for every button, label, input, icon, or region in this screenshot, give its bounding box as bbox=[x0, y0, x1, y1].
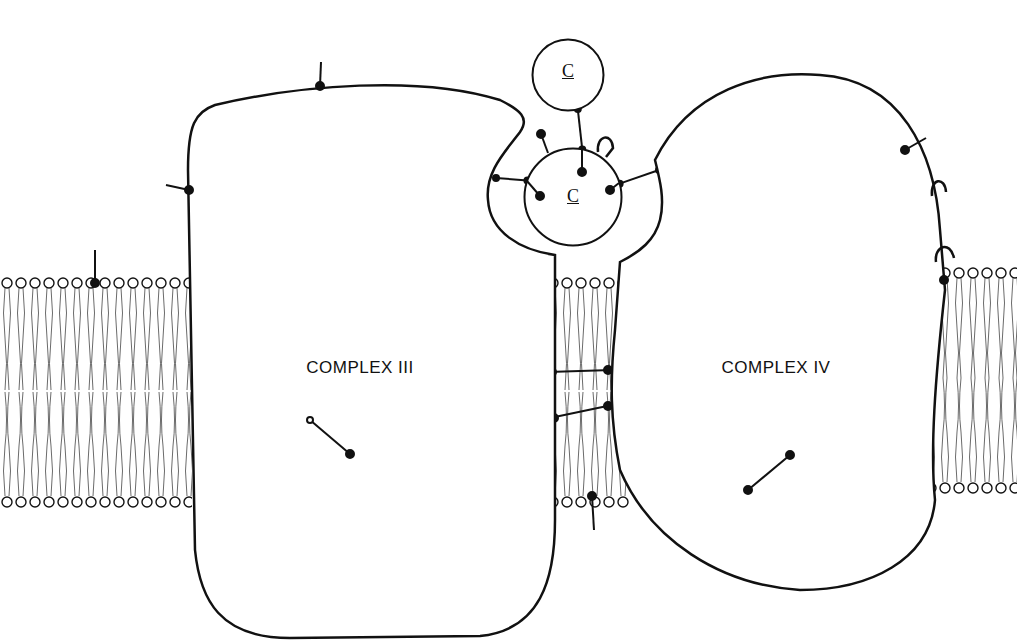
crosslink-connector bbox=[496, 178, 527, 180]
lipid-leaflet bbox=[0, 276, 192, 392]
node-outline bbox=[186, 72, 558, 640]
crosslink-connector bbox=[620, 170, 659, 184]
blob-outline bbox=[188, 85, 555, 638]
crosslink-pins bbox=[744, 138, 954, 494]
lipid-leaflet bbox=[926, 378, 1017, 496]
protein-label: C bbox=[567, 187, 579, 207]
protein-label: C bbox=[562, 62, 574, 82]
blob-outline bbox=[612, 74, 945, 590]
circle-outline bbox=[525, 149, 622, 246]
crosslink-connector bbox=[578, 109, 582, 149]
complex-label: COMPLEX III bbox=[306, 359, 414, 378]
complex-label: COMPLEX IV bbox=[722, 359, 831, 378]
complex-blob: COMPLEX IV bbox=[608, 70, 948, 592]
lipid-leaflet bbox=[0, 392, 192, 510]
cytochrome-c: C bbox=[531, 38, 605, 112]
circle-outline bbox=[533, 40, 604, 111]
node-outline bbox=[608, 70, 948, 592]
crosslink-pins bbox=[166, 62, 354, 458]
complex-blob: COMPLEX III bbox=[186, 72, 558, 640]
cytochrome-c: C bbox=[523, 147, 623, 247]
connector-dot bbox=[492, 174, 500, 182]
